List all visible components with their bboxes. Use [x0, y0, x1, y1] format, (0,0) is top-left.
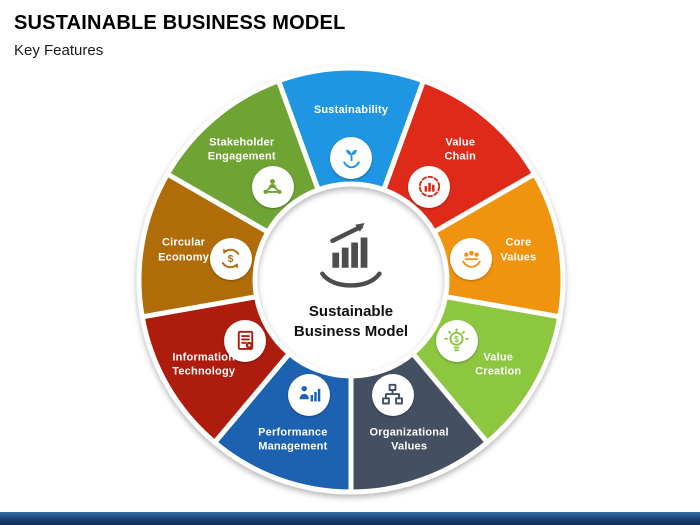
slide-title: SUSTAINABLE BUSINESS MODEL: [14, 12, 346, 34]
org-chart-icon: [371, 373, 414, 416]
diagram-center-title: Sustainable Business Model: [293, 303, 409, 340]
svg-text:$: $: [454, 333, 459, 343]
dollar-refresh-icon: $: [209, 237, 252, 280]
segment-label-information-technology: Information Technology: [172, 351, 236, 378]
bulb-dollar-icon: $: [435, 320, 478, 362]
segment-label-sustainability: Sustainability: [313, 103, 389, 116]
segment-label-value-creation: Value Creation: [475, 351, 522, 378]
hand-growth-chart-icon: [307, 219, 395, 298]
segment-label-value-chain: Value Chain: [444, 136, 477, 163]
segment-label-performance-management: Performance Management: [258, 426, 328, 453]
segment-label-circular-economy: Circular Economy: [158, 237, 210, 264]
segment-label-stakeholder-engagement: Stakeholder Engagement: [207, 136, 276, 163]
document-gear-icon: [224, 320, 267, 362]
svg-text:$: $: [228, 254, 234, 265]
bottom-accent-bar: [0, 512, 700, 525]
segment-label-core-values: Core Values: [500, 237, 537, 264]
diagram-center: Sustainable Business Model: [294, 219, 408, 341]
person-chart-icon: [288, 373, 331, 416]
hand-plant-icon: [330, 137, 372, 179]
hand-people-icon: [450, 237, 493, 280]
gauge-chart-icon: [408, 165, 451, 208]
people-network-icon: [251, 165, 294, 208]
slide-subtitle: Key Features: [14, 42, 104, 59]
segment-label-organizational-values: Organizational Values: [369, 426, 449, 453]
